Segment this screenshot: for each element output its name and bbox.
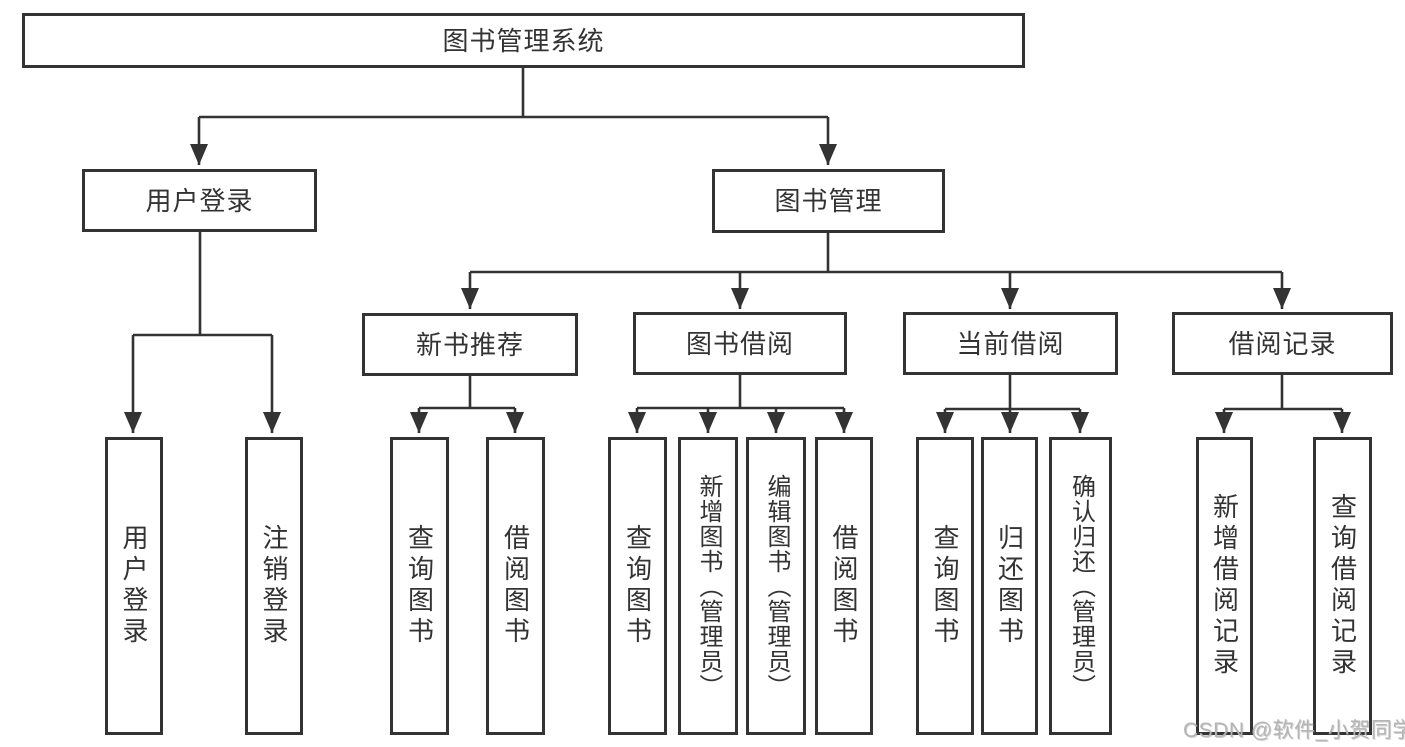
node-borrow-books-borrowing: 借阅图书	[815, 437, 873, 735]
node-borrow-books-recommend: 借阅图书	[486, 437, 545, 735]
node-book-borrowing: 图书借阅	[633, 312, 847, 375]
node-user-login-action: 用户登录	[105, 437, 163, 735]
node-library-system: 图书管理系统	[22, 13, 1025, 68]
node-user-login: 用户登录	[82, 169, 317, 232]
node-edit-books-admin: 编辑图书（管理员）	[746, 437, 806, 735]
node-logout: 注销登录	[245, 437, 303, 735]
node-borrow-records: 借阅记录	[1172, 312, 1393, 375]
node-new-book-recommend: 新书推荐	[362, 313, 578, 376]
arrow-lines	[124, 117, 1351, 433]
node-add-borrow-record: 新增借阅记录	[1196, 437, 1253, 735]
node-add-books-admin: 新增图书（管理员）	[678, 437, 738, 735]
node-query-books-recommend: 查询图书	[390, 437, 449, 735]
node-confirm-return-admin: 确认归还（管理员）	[1049, 437, 1112, 735]
branch-lines	[133, 68, 1342, 411]
node-current-borrowing: 当前借阅	[903, 312, 1118, 375]
node-query-borrow-record: 查询借阅记录	[1313, 437, 1372, 735]
node-query-books-borrowing: 查询图书	[608, 437, 667, 735]
node-book-management: 图书管理	[712, 169, 945, 233]
node-query-books-current: 查询图书	[916, 437, 974, 735]
csdn-watermark: CSDN @软件_小贺同学	[1183, 719, 1405, 742]
node-return-books: 归还图书	[981, 437, 1038, 735]
